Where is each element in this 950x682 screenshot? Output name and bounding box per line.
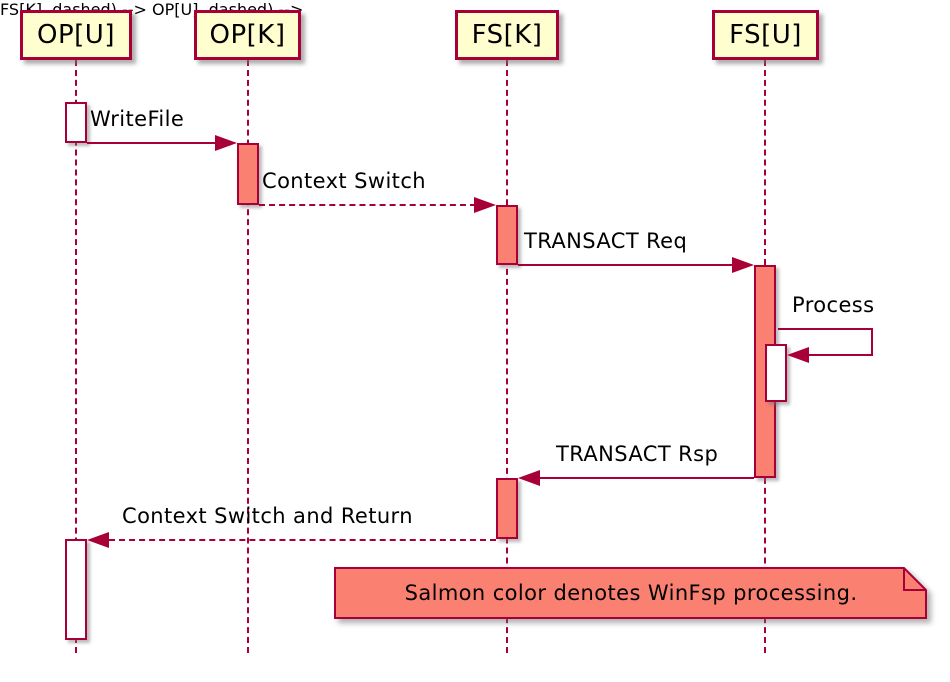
note-text: Salmon color denotes WinFsp processing. [404,581,858,605]
participant-label-opu: OP[U] [37,20,115,50]
activation-fsk-winfsp-1 [496,205,518,265]
arrowhead-left-icon [518,470,540,486]
activation-opu-request [65,102,87,143]
note-fold-icon [903,568,926,591]
participant-box-opk: OP[K] [194,10,301,60]
activation-fsu-process [765,344,787,402]
arrowhead-left-icon [787,347,809,363]
participant-box-fsu: FS[U] [712,10,819,60]
participant-label-fsu: FS[U] [729,20,802,50]
note-shape [334,567,927,619]
message-line-transact-rsp [540,477,754,479]
arrowhead-right-icon [732,257,754,273]
note-body [334,567,927,619]
message-label-process: Process [792,293,875,317]
message-label-transact-rsp: TRANSACT Rsp [556,442,719,466]
arrowhead-left-icon [87,532,109,548]
self-message-return-line [809,354,873,356]
message-line-context-switch [259,204,476,206]
message-label-writefile: WriteFile [90,107,185,131]
arrowhead-right-icon [215,135,237,151]
self-message-top-line [778,328,873,330]
self-message-side-line [871,328,873,356]
lifeline-opu [75,60,77,653]
participant-label-opk: OP[K] [209,20,286,50]
lifeline-opk [247,60,249,653]
participant-box-opu: OP[U] [20,10,132,60]
participant-box-fsk: FS[K] [455,10,559,60]
message-label-context-switch: Context Switch [262,169,426,193]
activation-opk-winfsp [237,143,259,205]
message-line-writefile [87,142,217,144]
message-label-transact-req: TRANSACT Req [524,229,688,253]
activation-opu-return [65,539,87,640]
participant-label-fsk: FS[K] [471,20,543,50]
message-label-context-switch-return: Context Switch and Return [122,504,413,528]
message-line-context-switch-return [109,539,496,541]
arrowhead-right-icon [474,197,496,213]
activation-fsk-winfsp-2 [496,478,518,539]
message-line-transact-req [518,264,734,266]
lifeline-fsk [506,60,508,653]
